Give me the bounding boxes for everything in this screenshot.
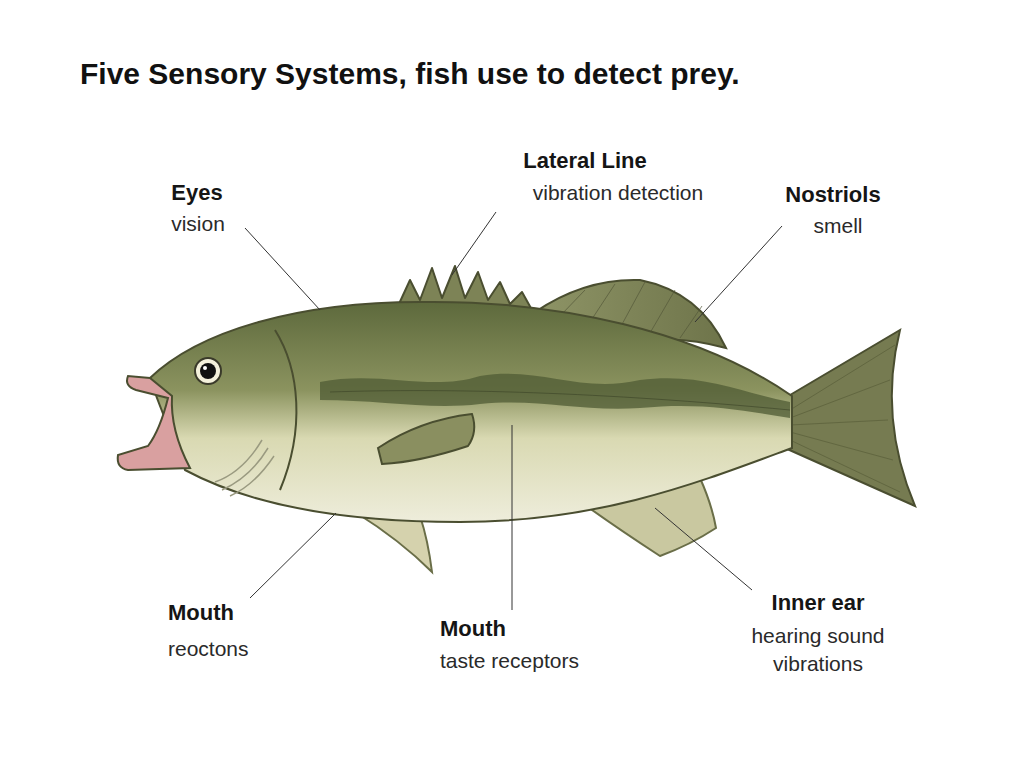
part-function: taste receptors [440, 648, 640, 673]
part-name: Nostriols [760, 182, 906, 208]
tail-rays [790, 345, 900, 492]
part-name: Inner ear [752, 590, 884, 616]
leader-line [695, 226, 782, 322]
lateral-stripe [320, 374, 790, 418]
pectoral-fin [378, 414, 474, 464]
gill-cover [275, 330, 296, 490]
part-function: vision [130, 211, 266, 236]
leader-lines [245, 212, 782, 610]
part-name: Lateral Line [470, 148, 700, 174]
leader-line [655, 508, 752, 590]
eye-glint [203, 366, 207, 370]
part-function: vibration detection [498, 180, 738, 205]
gill-slits [215, 440, 274, 496]
lateral-line [330, 391, 790, 410]
part-function: reoctons [168, 636, 308, 661]
fish-eye [195, 358, 221, 384]
mouth-opening [118, 376, 190, 470]
part-name: Mouth [440, 616, 560, 642]
diagram-title: Five Sensory Systems, fish use to detect… [80, 56, 980, 92]
part-function: hearing sound vibrations [733, 622, 903, 678]
leader-line [250, 513, 336, 598]
eye-pupil [200, 363, 216, 379]
fish-body [150, 302, 792, 522]
part-name: Eyes [130, 180, 264, 206]
leader-line [452, 212, 496, 275]
part-function: smell [770, 213, 906, 238]
leader-line [245, 228, 320, 310]
leader-line [512, 425, 513, 610]
tail-fin [785, 330, 915, 506]
part-name: Mouth [168, 600, 288, 626]
